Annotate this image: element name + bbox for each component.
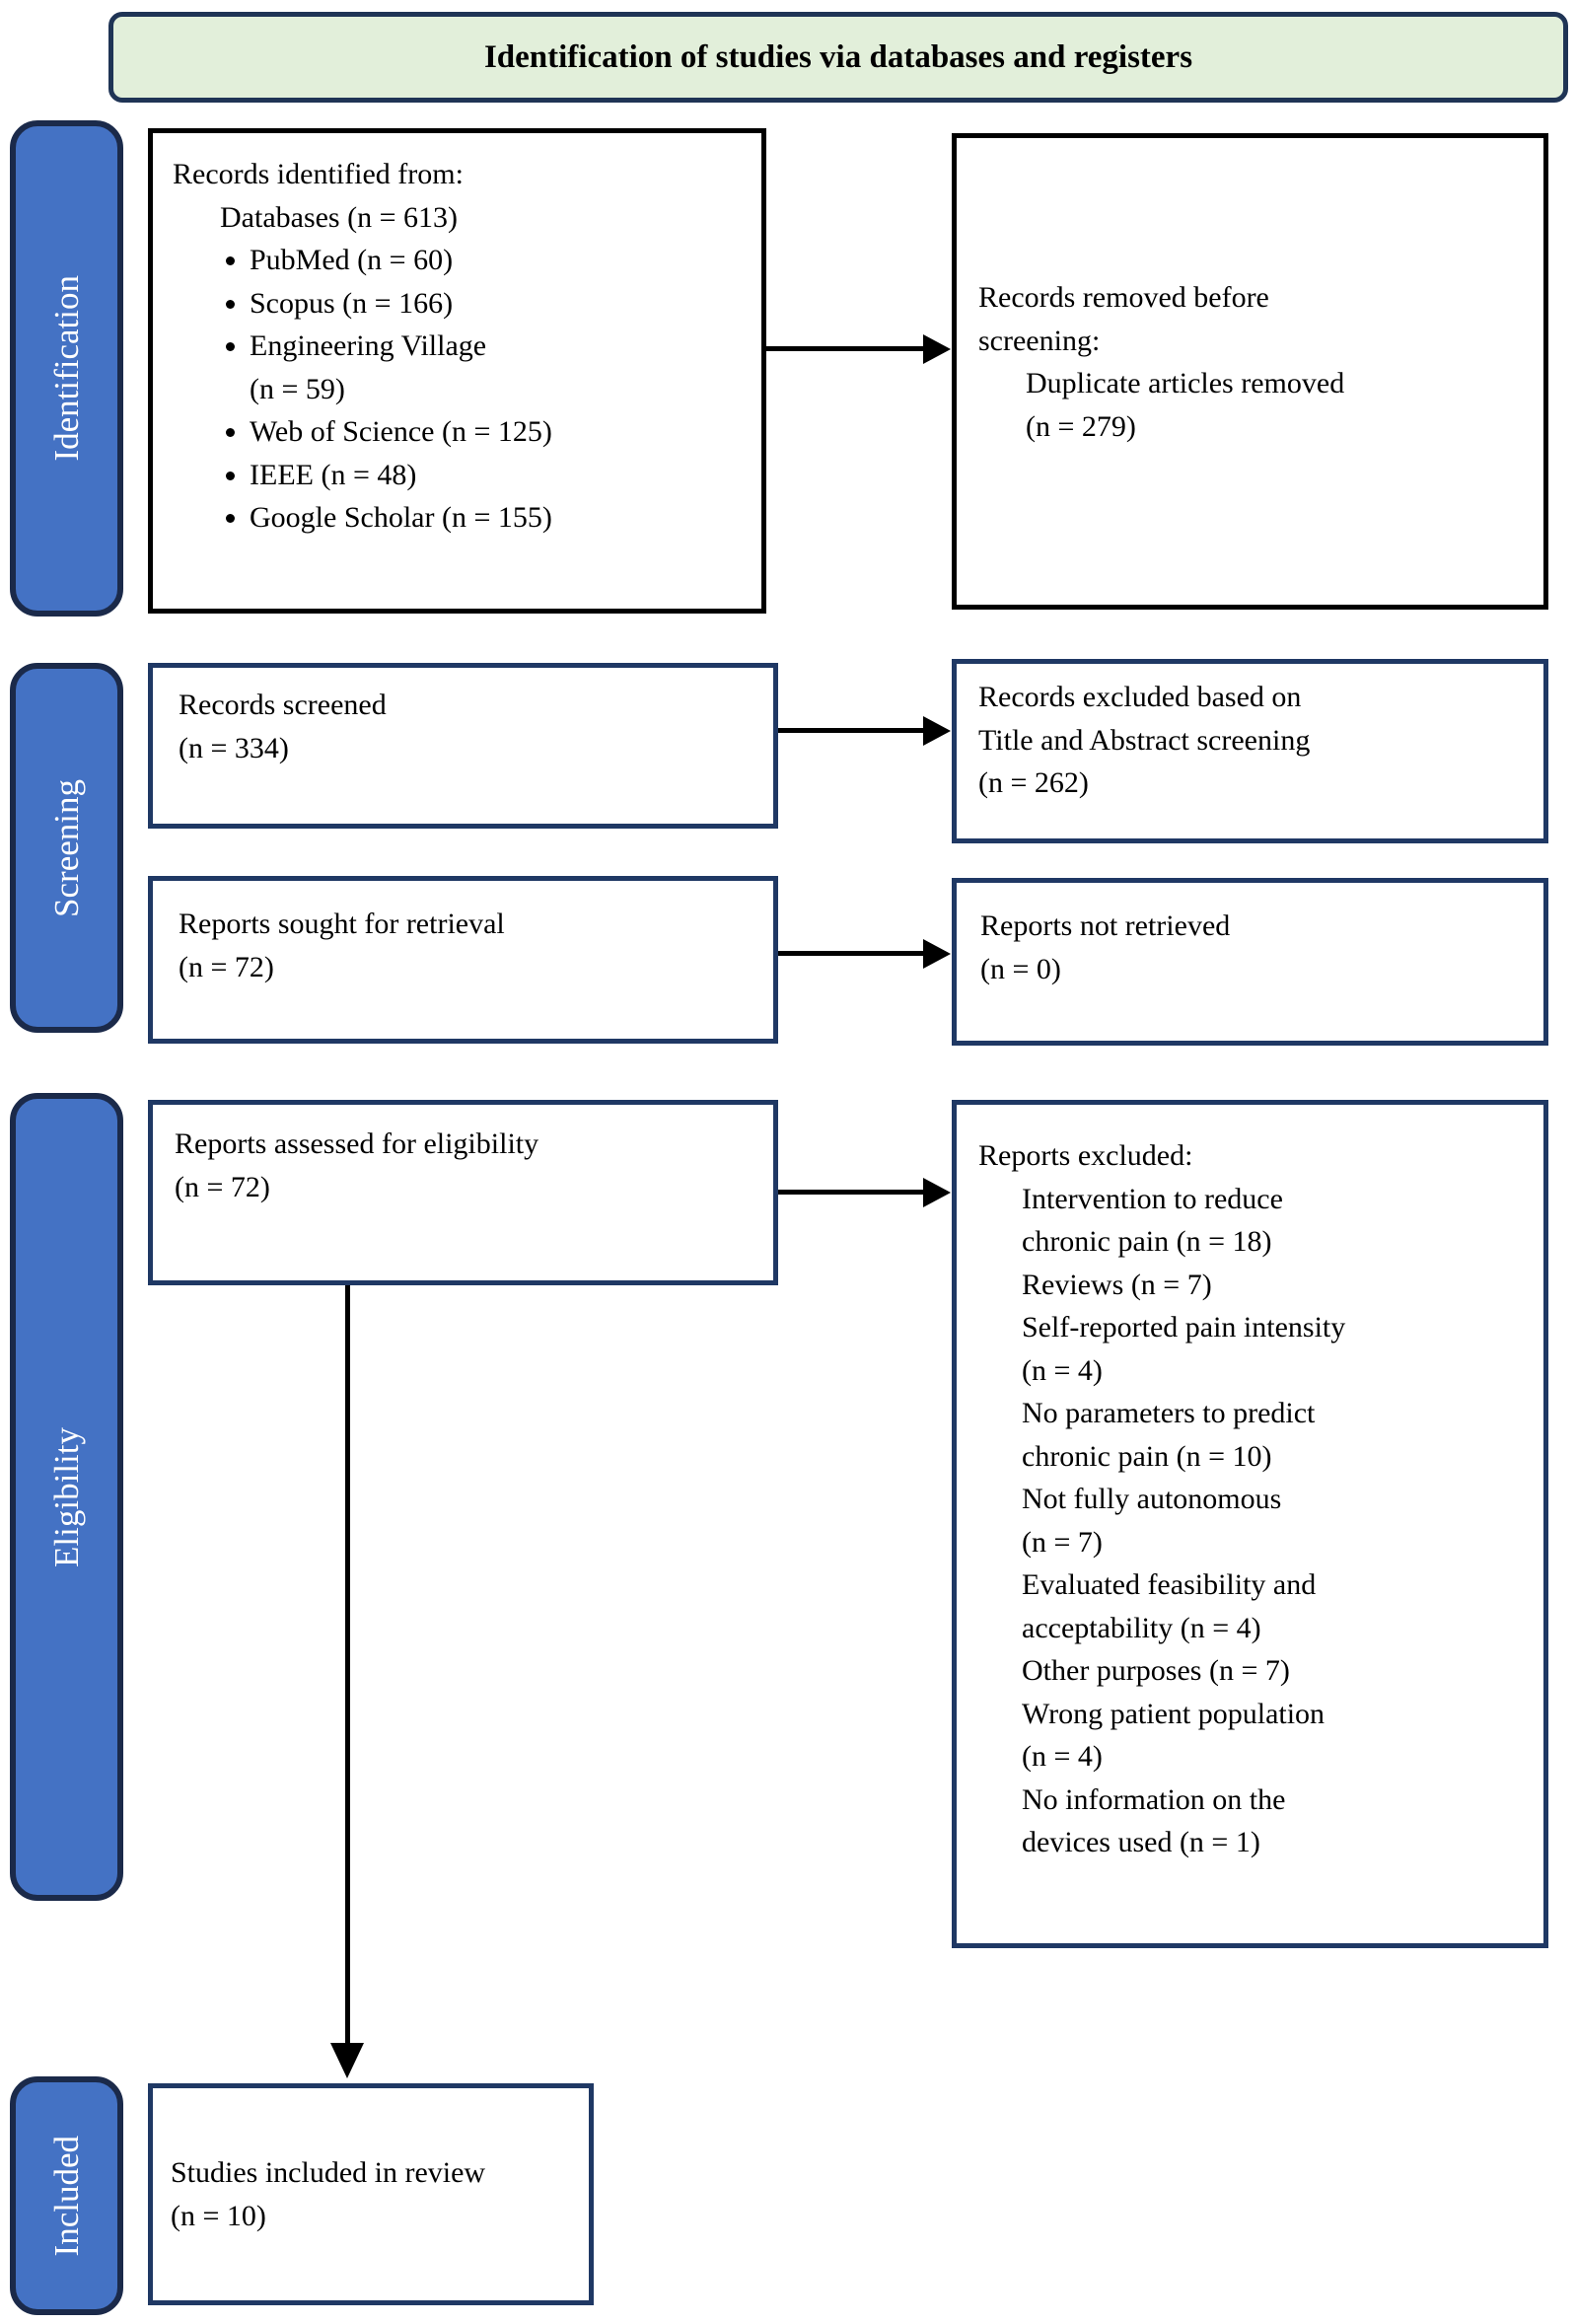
source-item: Scopus (n = 166) [250, 282, 750, 326]
arrow-shaft [778, 728, 924, 733]
arrow-shaft [778, 951, 924, 956]
exclusion-reason: Reviews (n = 7) [1022, 1268, 1212, 1301]
source-item: Engineering Village (n = 59) [250, 325, 750, 410]
studies-included-box: Studies included in review (n = 10) [148, 2083, 594, 2305]
arrow-shaft [766, 346, 924, 351]
exclusion-reason: Other purposes (n = 7) [1022, 1654, 1290, 1687]
source-item: PubMed (n = 60) [250, 239, 750, 282]
records-removed-detail: Duplicate articles removed (n = 279) [1026, 367, 1345, 443]
exclusion-reason: Intervention to reduce chronic pain (n =… [1022, 1182, 1283, 1259]
arrow-head-icon [923, 334, 951, 364]
records-identified-heading: Records identified from: [173, 158, 464, 190]
exclusion-reason: Not fully autonomous (n = 7) [1022, 1483, 1282, 1559]
stage-label-text: Eligibility [46, 1426, 86, 1567]
database-source-list: PubMed (n = 60) Scopus (n = 166) Enginee… [173, 239, 750, 540]
source-item: Google Scholar (n = 155) [250, 496, 750, 540]
exclusion-reason-list: Intervention to reduce chronic pain (n =… [1022, 1178, 1536, 1864]
reports-excluded-box: Reports excluded: Intervention to reduce… [952, 1100, 1548, 1948]
records-removed-heading: Records removed before screening: [978, 281, 1269, 357]
arrow-head-icon [923, 939, 951, 969]
records-screened-box: Records screened (n = 334) [148, 663, 778, 829]
exclusion-reason: Wrong patient population (n = 4) [1022, 1697, 1326, 1774]
stage-label-identification: Identification [10, 120, 123, 617]
exclusion-reason: Self-reported pain intensity (n = 4) [1022, 1311, 1346, 1387]
stage-label-eligibility: Eligibility [10, 1093, 123, 1901]
reports-excluded-heading: Reports excluded: [978, 1139, 1193, 1172]
source-item: Web of Science (n = 125) [250, 410, 750, 454]
records-identified-subheading: Databases (n = 613) [220, 200, 459, 234]
header-banner: Identification of studies via databases … [108, 12, 1568, 103]
source-item: IEEE (n = 48) [250, 454, 750, 497]
arrow-shaft [778, 1190, 924, 1195]
stage-label-included: Included [10, 2076, 123, 2315]
stage-label-text: Screening [46, 778, 86, 917]
arrow-head-icon [330, 2043, 364, 2078]
arrow-head-icon [923, 1178, 951, 1207]
stage-label-screening: Screening [10, 663, 123, 1033]
header-title: Identification of studies via databases … [483, 38, 1193, 75]
stage-label-text: Identification [46, 275, 86, 462]
exclusion-reason: No information on the devices used (n = … [1022, 1782, 1286, 1859]
records-excluded-box: Records excluded based on Title and Abst… [952, 659, 1548, 843]
reports-not-retrieved-box: Reports not retrieved (n = 0) [952, 878, 1548, 1046]
reports-assessed-box: Reports assessed for eligibility (n = 72… [148, 1100, 778, 1285]
arrow-head-icon [923, 716, 951, 746]
records-identified-box: Records identified from: Databases (n = … [148, 128, 766, 614]
arrow-shaft [345, 1285, 350, 2045]
exclusion-reason: No parameters to predict chronic pain (n… [1022, 1397, 1316, 1473]
records-removed-box: Records removed before screening: Duplic… [952, 133, 1548, 610]
exclusion-reason: Evaluated feasibility and acceptability … [1022, 1568, 1317, 1644]
reports-sought-box: Reports sought for retrieval (n = 72) [148, 876, 778, 1044]
stage-label-text: Included [46, 2135, 86, 2257]
